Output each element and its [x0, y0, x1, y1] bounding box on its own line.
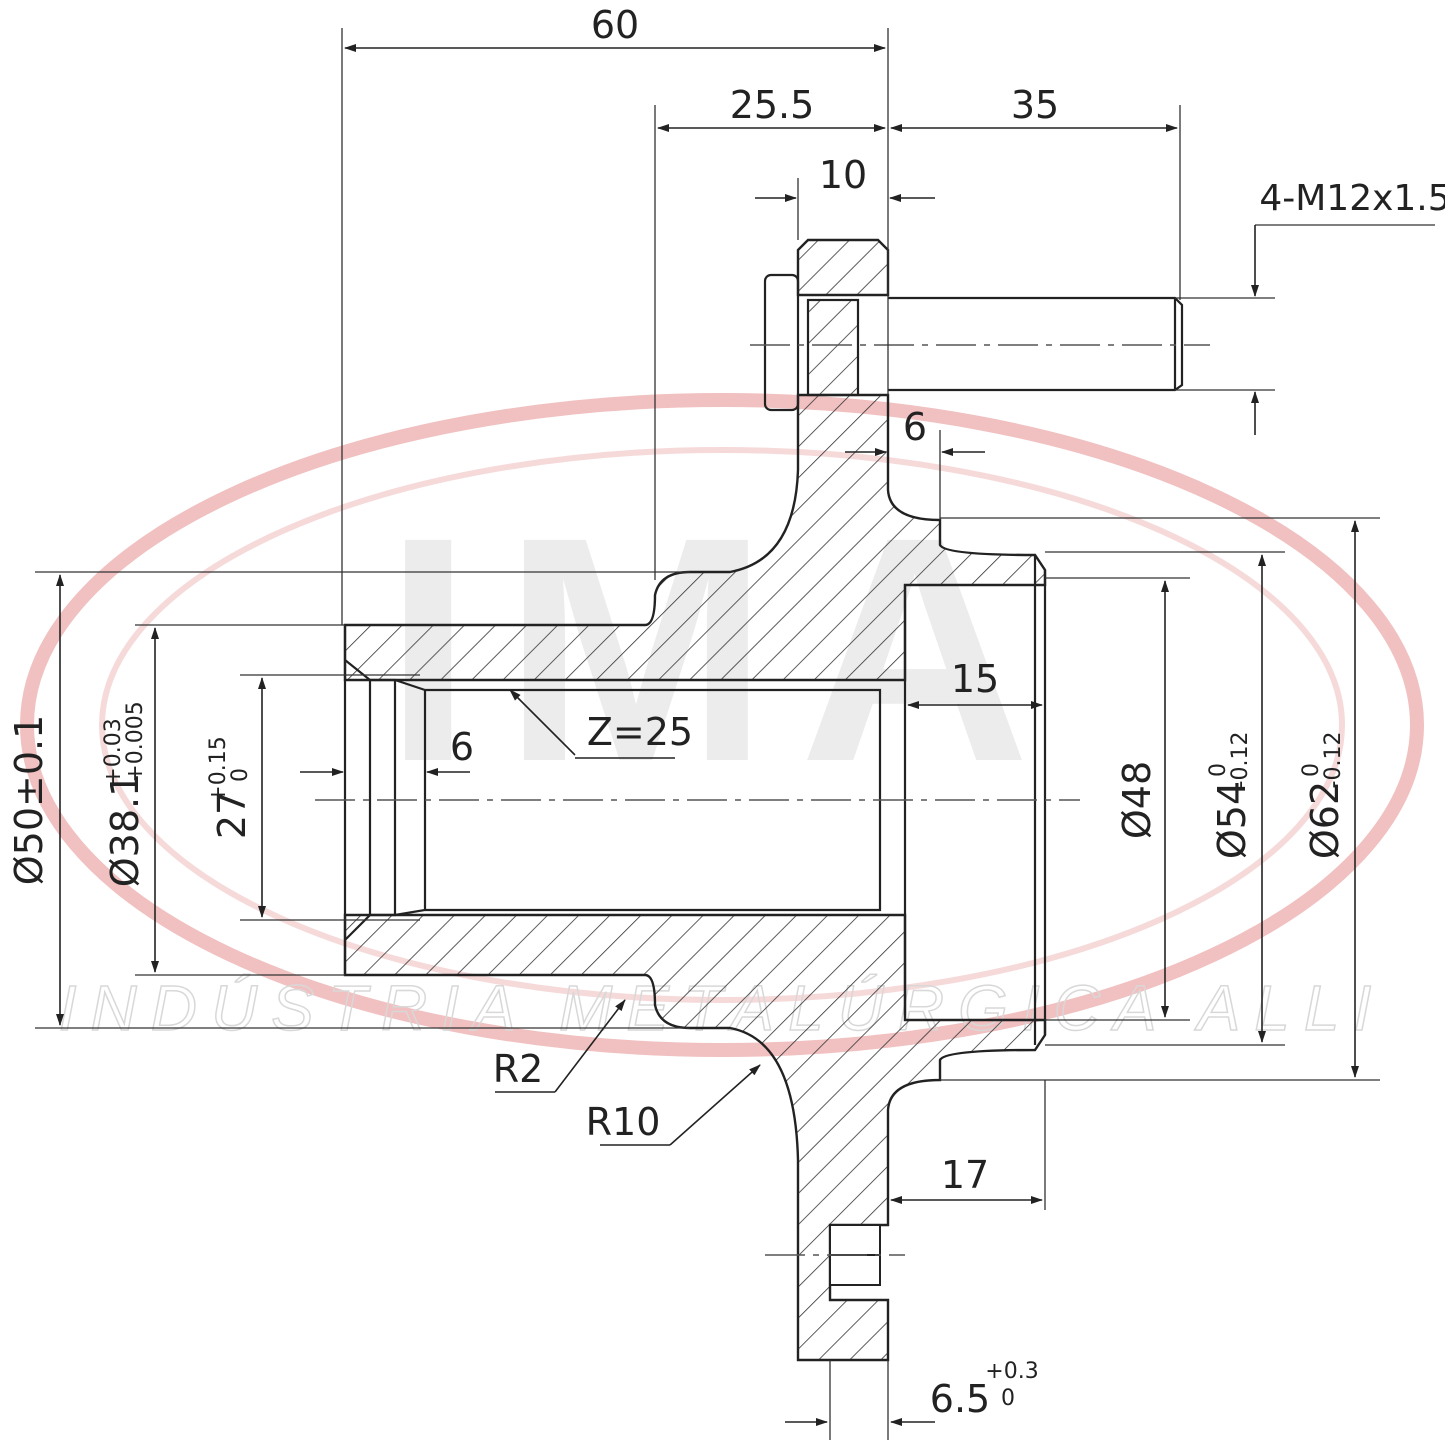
lower-section	[343, 913, 1047, 1362]
dim-hole-depth-tol-upper: +0.3	[985, 1359, 1038, 1384]
dim-flange-step: 6	[903, 405, 927, 449]
dimension-lines	[56, 44, 1359, 1426]
dim-dia-seat: Ø38.1	[103, 773, 147, 888]
dim-dia-62-tol-lower: -0.12	[1321, 732, 1346, 789]
dim-hole-depth-tol-lower: 0	[1001, 1386, 1015, 1411]
dim-dia-outer: Ø50±0.1	[7, 715, 51, 886]
center-lines	[315, 344, 1210, 1256]
dim-radius-small: R2	[493, 1047, 544, 1091]
dim-left-chamfer: 6	[450, 725, 474, 769]
leader-lines	[495, 689, 761, 1146]
dim-dia-62-tol-upper: 0	[1299, 763, 1324, 777]
extension-lines	[35, 28, 1435, 1440]
dim-dia-seat-tol-upper: +0.03	[101, 718, 126, 785]
stud-bolt	[763, 273, 1184, 412]
dim-overall-length: 60	[591, 3, 639, 47]
dim-dia-48: Ø48	[1115, 761, 1159, 839]
dim-dia-bore-tol-upper: +0.15	[206, 736, 231, 803]
dim-flange-thickness: 10	[819, 153, 867, 197]
flange-head	[796, 238, 890, 297]
dim-dia-54-tol-upper: 0	[1206, 763, 1231, 777]
dim-stud-spec: 4-M12x1.5	[1259, 178, 1445, 219]
dim-hole-depth: 6.5	[930, 1377, 990, 1421]
dim-dia-seat-tol-lower: +0.005	[123, 701, 148, 782]
dim-radius-large: R10	[586, 1100, 661, 1144]
dim-bore-depth: 15	[951, 657, 999, 701]
dimension-labels: 60 25.5 35 10 4-M12x1.5 6 15 6 Z=25 R2 R…	[7, 3, 1445, 1421]
dim-dia-62: Ø62	[1303, 781, 1347, 859]
dim-dia-54-tol-lower: -0.12	[1228, 732, 1253, 789]
dim-dia-bore-tol-lower: 0	[228, 768, 253, 782]
dim-spline: Z=25	[587, 710, 693, 754]
upper-section	[343, 393, 1047, 682]
dim-flange-hub-length: 17	[941, 1153, 989, 1197]
dim-dia-54: Ø54	[1210, 781, 1254, 859]
watermark-ring-outer	[20, 393, 1424, 1057]
dim-flange-offset: 25.5	[730, 83, 815, 127]
dim-dia-bore: 27	[210, 791, 254, 839]
dim-stud-length: 35	[1011, 83, 1059, 127]
